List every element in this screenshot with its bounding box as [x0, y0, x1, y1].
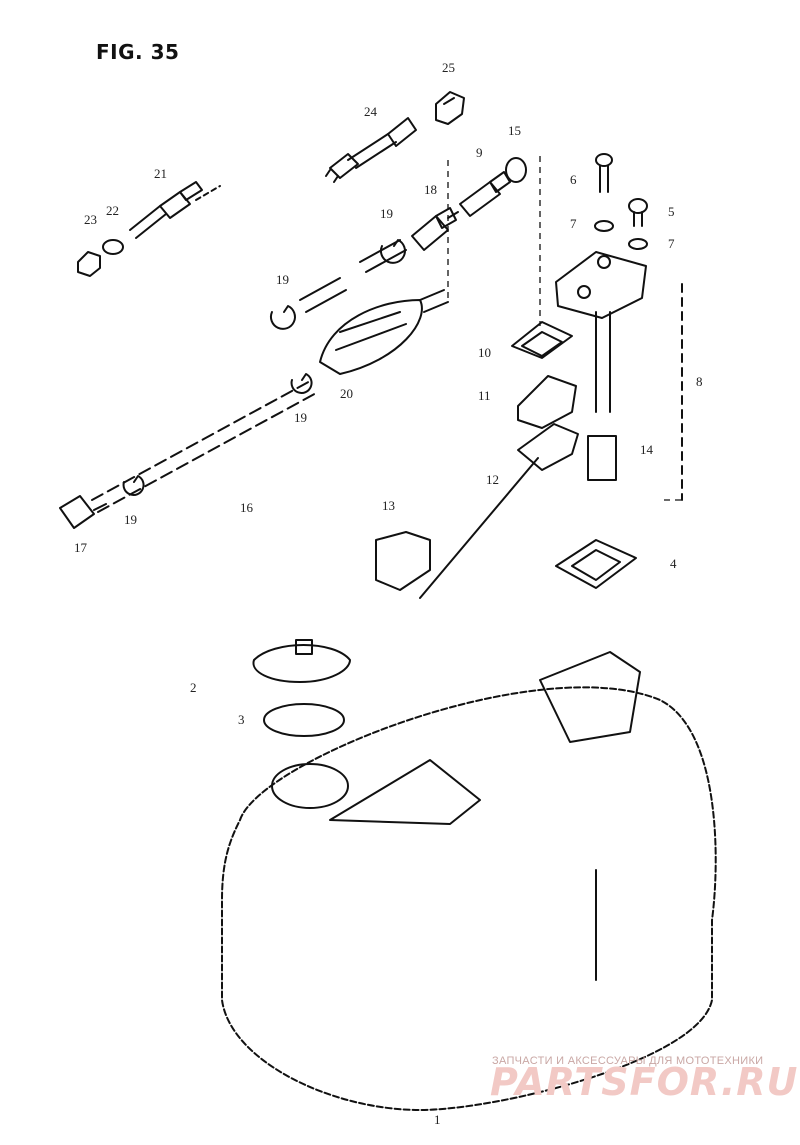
callout-15: 15: [508, 123, 521, 138]
part-7-washer-a: [594, 220, 614, 232]
callout-12: 12: [486, 472, 499, 487]
callout-10: 10: [478, 345, 491, 360]
callout-19-c: 19: [294, 410, 307, 425]
part-2-cap: [252, 639, 351, 683]
part-23-nut: [77, 251, 101, 277]
part-3-seal: [263, 703, 345, 737]
callout-13: 13: [382, 498, 395, 513]
part-6-screw: [595, 153, 613, 193]
part-19-clip-c: [290, 373, 313, 394]
callout-24: 24: [364, 104, 377, 119]
part-19-clip-d: [122, 475, 145, 496]
part-13-holder: [375, 531, 431, 591]
callout-1: 1: [434, 1112, 441, 1127]
hose-upper: [359, 239, 407, 273]
callout-6: 6: [570, 172, 577, 187]
callout-19-b: 19: [276, 272, 289, 287]
part-15-washer: [505, 157, 527, 183]
part-24-connector: [325, 117, 417, 183]
part-19-clip-b: [269, 305, 296, 330]
part-5-screw: [628, 198, 648, 227]
part-22-washer: [102, 239, 124, 255]
callout-25: 25: [442, 60, 455, 75]
part-9-fitting: [447, 171, 511, 219]
part-13-strap: [419, 457, 539, 599]
callout-3: 3: [238, 712, 245, 727]
part-10-gasket: [511, 321, 573, 359]
callout-16: 16: [240, 500, 253, 515]
part-4-gasket: [555, 539, 637, 589]
hose-middle: [299, 277, 347, 313]
callout-20: 20: [340, 386, 353, 401]
callout-4: 4: [670, 556, 677, 571]
part-19-clip-a: [379, 239, 406, 264]
callout-7-b: 7: [668, 236, 675, 251]
part-21-fitting: [129, 181, 221, 239]
callout-18: 18: [424, 182, 437, 197]
callout-5: 5: [668, 204, 675, 219]
part-7-washer-b: [628, 238, 648, 250]
watermark-caption: ЗАПЧАСТИ И АКСЕССУАРЫ ДЛЯ МОТОТЕХНИКИ: [492, 1055, 764, 1067]
part-20-primer-bulb: [319, 289, 449, 375]
callout-19-d: 19: [124, 512, 137, 527]
callout-14: 14: [640, 442, 653, 457]
part-18-connector: [411, 207, 457, 251]
part-25-nut: [435, 91, 465, 125]
part-17-connector: [59, 495, 107, 529]
figure-title: FIG. 35: [96, 40, 180, 64]
part-8-pickup: [555, 251, 683, 501]
callout-2: 2: [190, 680, 197, 695]
watermark-logo: PARTSFOR.RU: [490, 1060, 799, 1104]
callout-8: 8: [696, 374, 703, 389]
callout-22: 22: [106, 203, 119, 218]
part-11-cover: [517, 375, 577, 429]
part-16-hose: [91, 379, 319, 513]
part-12-bracket: [517, 423, 579, 471]
callout-19-a: 19: [380, 206, 393, 221]
callout-9: 9: [476, 145, 483, 160]
callout-11: 11: [478, 388, 491, 403]
callout-21: 21: [154, 166, 167, 181]
part-1-fuel-tank: [221, 651, 717, 1111]
callout-7-a: 7: [570, 216, 577, 231]
callout-23: 23: [84, 212, 97, 227]
callout-17: 17: [74, 540, 87, 555]
